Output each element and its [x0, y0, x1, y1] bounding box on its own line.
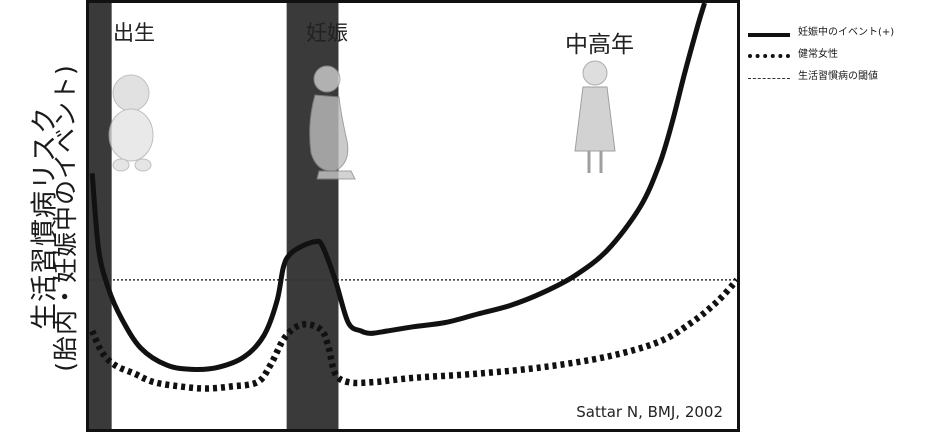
legend-item-healthy-women: 健常女性: [748, 46, 928, 68]
legend-swatch-solid: [748, 33, 790, 37]
plot-area: 出生 妊娠 中高年 Sattar N, BMJ, 2002: [86, 0, 740, 432]
pregnant-woman-illustration: [309, 65, 356, 180]
legend-item-threshold: 生活習慣病の閾値: [748, 68, 928, 90]
y-axis-label-line2: (胎内・妊娠中のイベント): [51, 64, 80, 372]
citation-text: Sattar N, BMJ, 2002: [576, 403, 723, 421]
middle-aged-woman-illustration: [574, 60, 616, 173]
shaded-bands: [89, 3, 339, 429]
phase-label-middle-age: 中高年: [565, 32, 634, 58]
legend-label: 生活習慣病の閾値: [798, 71, 878, 82]
series-line-healthy-women: [89, 277, 737, 392]
legend-label: 健常女性: [798, 49, 838, 60]
series-line-pregnancy-event: [89, 3, 707, 372]
phase-label-birth: 出生: [113, 21, 155, 45]
legend-label: 妊娠中のイベント(+): [798, 27, 895, 38]
y-axis-label: 生活習慣病リスク (胎内・妊娠中のイベント): [4, 8, 81, 428]
figures: [108, 60, 616, 180]
phase-label-pregnancy: 妊娠: [306, 21, 348, 45]
legend-item-pregnancy-event: 妊娠中のイベント(+): [748, 24, 928, 46]
chart-svg: [89, 3, 737, 429]
shaded-band-birth: [89, 3, 112, 429]
series-lines: [89, 3, 737, 392]
legend: 妊娠中のイベント(+) 健常女性 生活習慣病の閾値: [748, 24, 928, 90]
baby-illustration: [108, 74, 154, 172]
legend-swatch-dotted: [748, 54, 790, 58]
legend-swatch-dashed: [748, 78, 790, 79]
